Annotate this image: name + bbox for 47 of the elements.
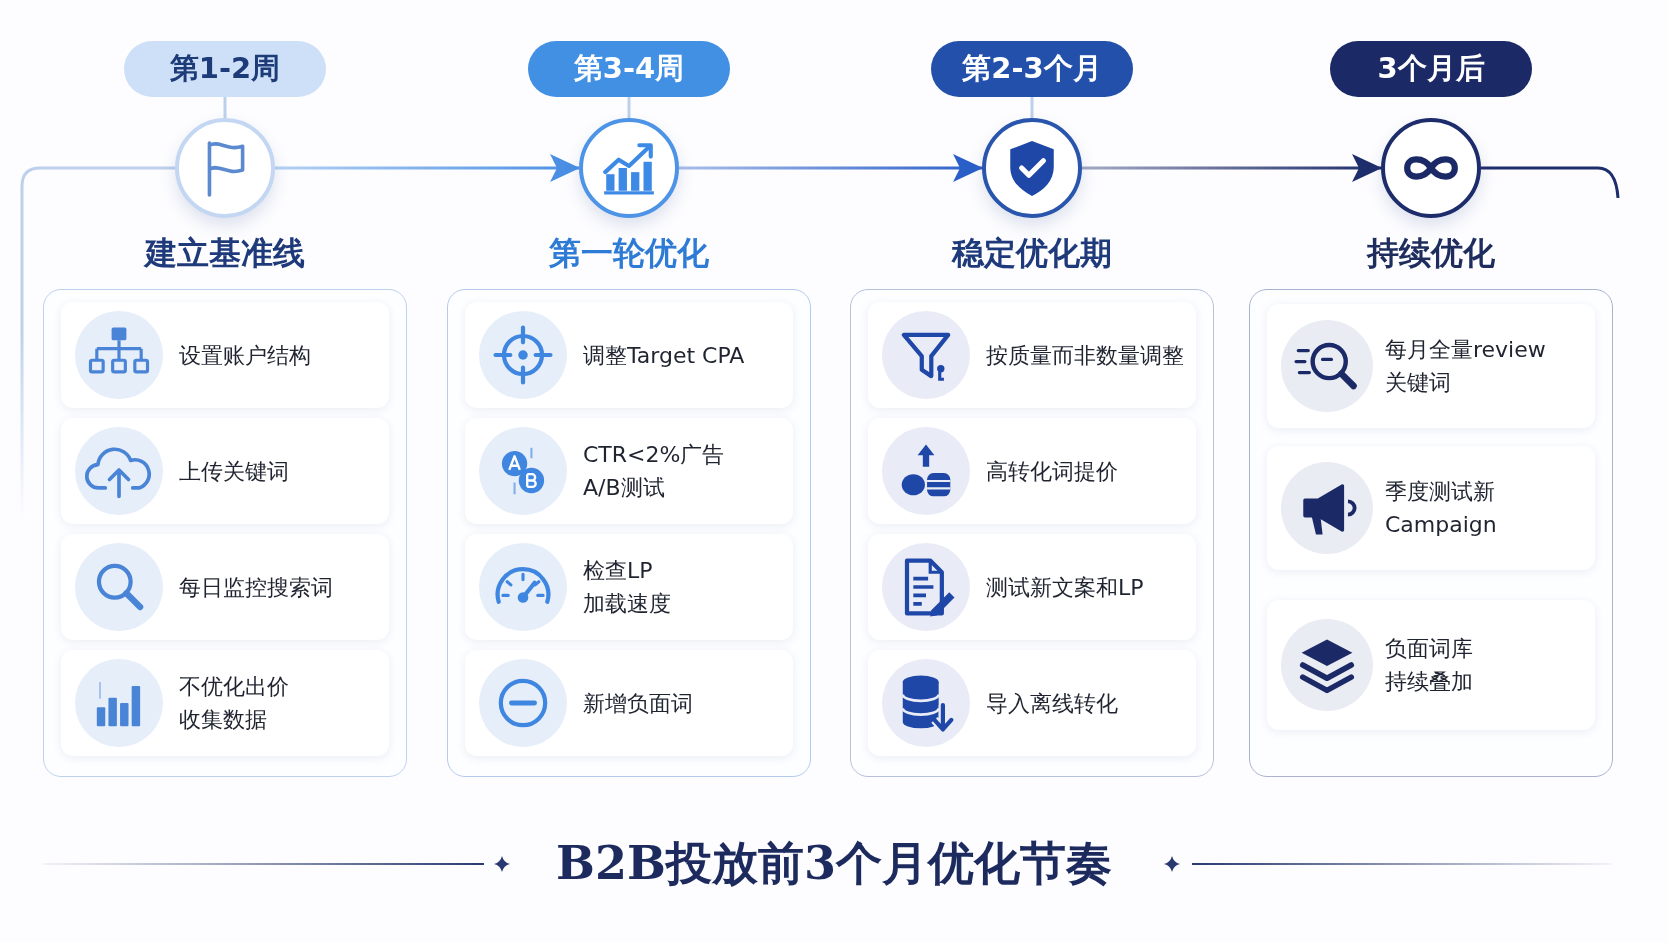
task-card <box>465 418 793 524</box>
task-text: 检查LP加载速度 <box>583 557 671 618</box>
task-text: 季度测试新Campaign <box>1385 478 1497 539</box>
task-card <box>61 650 389 756</box>
task-text: 设置账户结构 <box>179 341 311 370</box>
phase-title: 稳定优化期 <box>952 233 1112 274</box>
task-text: 调整Target CPA <box>583 341 745 370</box>
task-text: CTR<2%广告A/B测试 <box>583 441 725 502</box>
arrow <box>1082 154 1382 182</box>
task-text: 负面词库持续叠加 <box>1385 635 1473 696</box>
arrow <box>275 154 580 182</box>
task-text: 上传关键词 <box>179 457 289 486</box>
task-card <box>61 418 389 524</box>
task-text: 导入离线转化 <box>986 689 1118 718</box>
task-card <box>868 302 1196 408</box>
timeline-line <box>40 166 175 170</box>
phase-title: 建立基准线 <box>145 233 305 274</box>
timeline-line <box>1481 166 1620 199</box>
task-text: 新增负面词 <box>583 689 693 718</box>
phase-title: 第一轮优化 <box>549 233 709 274</box>
task-card <box>61 302 389 408</box>
task-card <box>61 534 389 640</box>
task-card <box>1267 446 1595 570</box>
connector-line <box>1030 97 1034 118</box>
task-text: 按质量而非数量调整 <box>986 341 1184 370</box>
task-card <box>1267 600 1595 730</box>
period-tag: 3个月后 <box>1330 41 1532 97</box>
arrow <box>679 154 983 182</box>
task-card <box>465 650 793 756</box>
task-text: 测试新文案和LP <box>986 573 1144 602</box>
connector-line <box>627 97 631 118</box>
task-card <box>868 418 1196 524</box>
task-card <box>1267 304 1595 428</box>
task-text: 每月全量review关键词 <box>1385 336 1546 397</box>
diagram-title: B2B投放前3个月优化节奏 <box>556 835 1112 892</box>
phase-title: 持续优化 <box>1367 233 1495 274</box>
period-tag: 第2-3个月 <box>931 41 1133 97</box>
task-text: 高转化词提价 <box>986 457 1118 486</box>
connector-line <box>223 97 227 118</box>
task-card <box>465 302 793 408</box>
task-text: 不优化出价收集数据 <box>179 673 289 734</box>
task-card <box>868 650 1196 756</box>
period-tag: 第1-2周 <box>124 41 326 97</box>
period-tag: 第3-4周 <box>528 41 730 97</box>
task-text: 每日监控搜索词 <box>179 573 333 602</box>
task-card <box>465 534 793 640</box>
task-card <box>868 534 1196 640</box>
